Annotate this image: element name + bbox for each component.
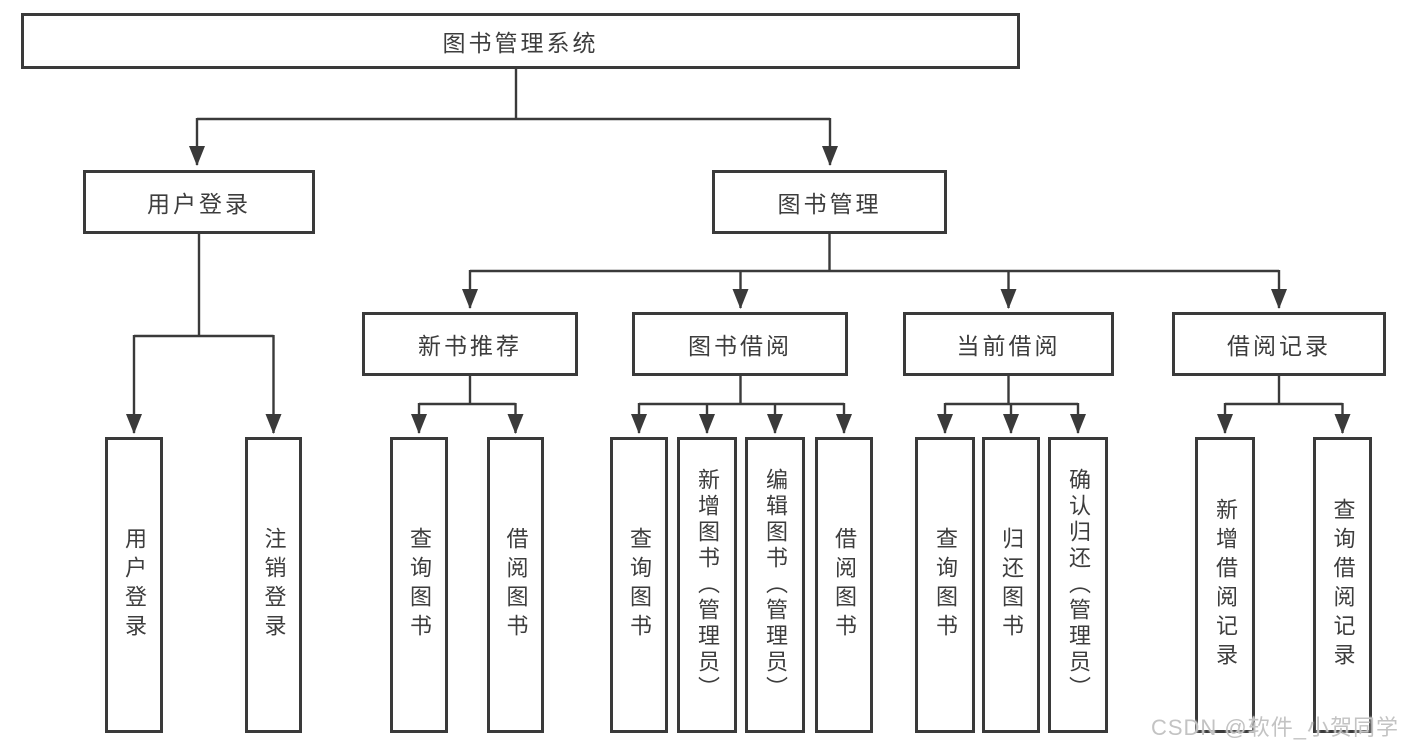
leaf-query-books-recommend: 查询图书 [390,437,448,733]
leaf-borrow-books: 借阅图书 [815,437,873,733]
leaf-label: 归还图书 [999,527,1024,643]
leaf-label: 借阅图书 [832,527,857,643]
leaf-confirm-return-admin: 确认归还（管理员） [1048,437,1108,733]
node-library-management-system: 图书管理系统 [21,13,1020,69]
node-borrow-records: 借阅记录 [1172,312,1386,376]
leaf-label: 借阅图书 [503,527,529,643]
leaf-borrow-books-recommend: 借阅图书 [487,437,544,733]
leaf-label: 查询图书 [933,527,958,643]
node-label: 新书推荐 [418,333,522,359]
node-current-borrow: 当前借阅 [903,312,1114,376]
leaf-logout: 注销登录 [245,437,302,733]
node-label: 借阅记录 [1227,333,1331,359]
leaf-edit-books-admin: 编辑图书（管理员） [745,437,805,733]
leaf-label: 查询图书 [627,527,652,643]
leaf-query-borrow-record: 查询借阅记录 [1313,437,1372,733]
leaf-label: 编辑图书（管理员） [763,468,788,702]
leaf-label: 用户登录 [122,527,147,643]
leaf-add-books-admin: 新增图书（管理员） [677,437,737,733]
node-label: 当前借阅 [956,333,1061,359]
node-label: 图书管理 [777,191,882,217]
node-book-management: 图书管理 [712,170,947,234]
node-new-book-recommend: 新书推荐 [362,312,578,376]
node-label: 图书借阅 [688,333,792,359]
leaf-label: 注销登录 [261,527,287,643]
leaf-label: 查询图书 [407,527,432,643]
leaf-add-borrow-record: 新增借阅记录 [1195,437,1255,733]
leaf-label: 确认归还（管理员） [1066,468,1091,702]
node-label: 图书管理系统 [442,30,599,56]
leaf-user-login: 用户登录 [105,437,163,733]
leaf-query-books-borrow: 查询图书 [610,437,668,733]
leaf-return-books: 归还图书 [982,437,1040,733]
node-user-login-branch: 用户登录 [83,170,315,234]
leaf-label: 新增借阅记录 [1213,498,1238,672]
csdn-watermark: CSDN @软件_小贺同学 [1150,715,1399,740]
leaf-label: 新增图书（管理员） [695,468,720,702]
leaf-query-books-current: 查询图书 [915,437,975,733]
node-book-borrow: 图书借阅 [632,312,848,376]
node-label: 用户登录 [147,191,251,217]
leaf-label: 查询借阅记录 [1330,498,1356,672]
